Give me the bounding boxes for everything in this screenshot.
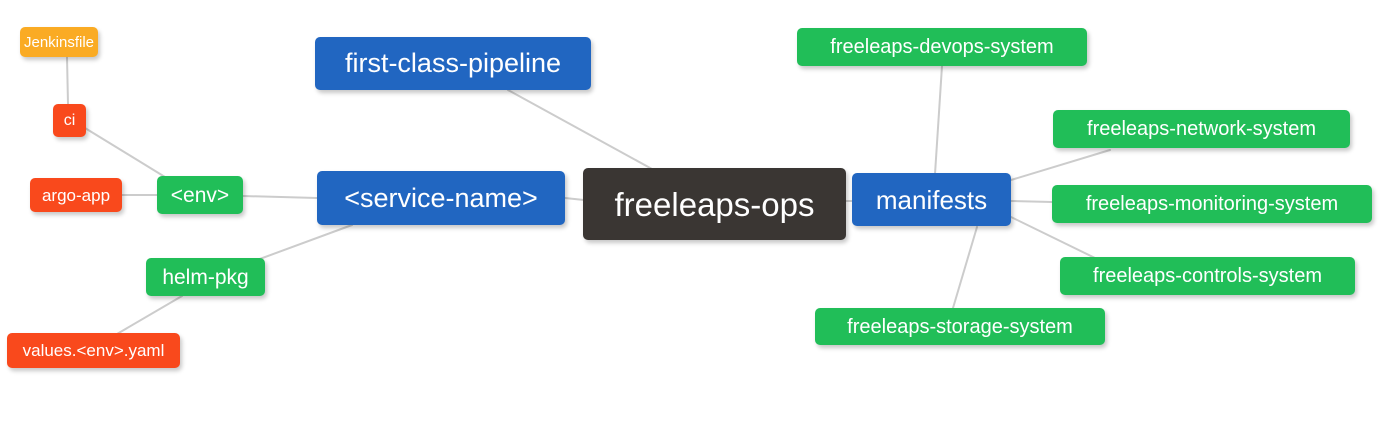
node-ci[interactable]: ci bbox=[53, 104, 86, 137]
node-freeleaps-monitoring-system[interactable]: freeleaps-monitoring-system bbox=[1052, 185, 1372, 223]
edge-env-service bbox=[242, 195, 318, 199]
edge-values-helm bbox=[116, 295, 183, 335]
edge-manifests-storage bbox=[952, 226, 978, 309]
node-freeleaps-controls-system[interactable]: freeleaps-controls-system bbox=[1060, 257, 1355, 295]
edge-jenkinsfile-ci bbox=[66, 56, 69, 105]
node-env[interactable]: <env> bbox=[157, 176, 243, 214]
node-freeleaps-devops-system[interactable]: freeleaps-devops-system bbox=[797, 28, 1087, 66]
edge-manifests-monitoring bbox=[1010, 200, 1053, 203]
edge-manifests-controls bbox=[1010, 216, 1096, 259]
node-service-name[interactable]: <service-name> bbox=[317, 171, 565, 225]
node-manifests[interactable]: manifests bbox=[852, 173, 1011, 226]
node-helm-pkg[interactable]: helm-pkg bbox=[146, 258, 265, 296]
node-jenkinsfile[interactable]: Jenkinsfile bbox=[20, 27, 98, 57]
node-freeleaps-network-system[interactable]: freeleaps-network-system bbox=[1053, 110, 1350, 148]
edge-helm-service bbox=[256, 224, 353, 261]
node-freeleaps-storage-system[interactable]: freeleaps-storage-system bbox=[815, 308, 1105, 345]
node-argo-app[interactable]: argo-app bbox=[30, 178, 122, 212]
node-freeleaps-ops-root[interactable]: freeleaps-ops bbox=[583, 168, 846, 240]
edge-service-root bbox=[564, 197, 585, 201]
node-first-class-pipeline[interactable]: first-class-pipeline bbox=[315, 37, 591, 90]
edge-manifests-devops bbox=[934, 65, 943, 175]
edge-pipeline-root bbox=[507, 89, 653, 170]
edge-manifests-network bbox=[1010, 149, 1111, 181]
node-values-env-yaml[interactable]: values.<env>.yaml bbox=[7, 333, 180, 368]
edge-ci-env bbox=[84, 127, 166, 178]
